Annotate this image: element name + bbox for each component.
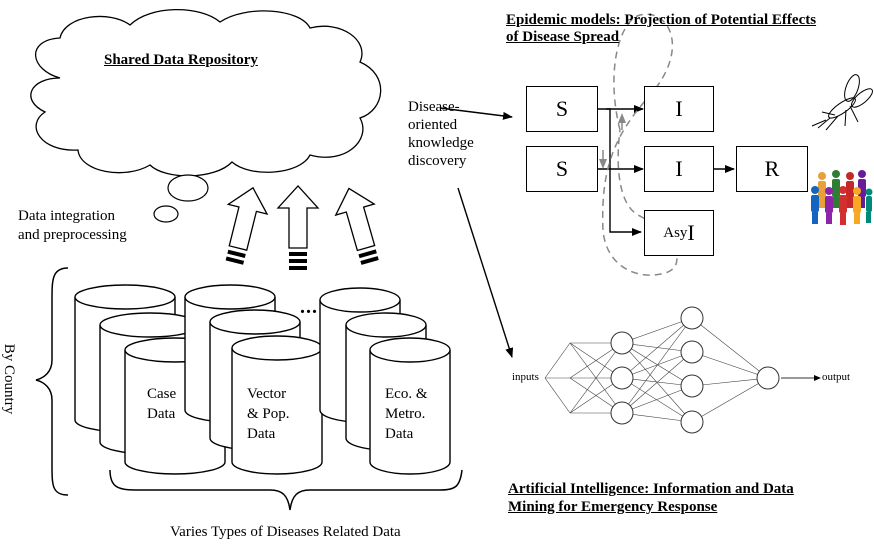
integration-label-line2: and preprocessing xyxy=(18,227,127,243)
epidemic-title-line2: of Disease Spread xyxy=(506,29,620,45)
nn-edge xyxy=(544,377,571,414)
ai-title-line2: Mining for Emergency Response xyxy=(508,499,718,515)
nn-edge xyxy=(621,385,693,414)
nn-edge xyxy=(691,351,769,379)
nn-edge xyxy=(621,377,693,387)
nn-edge xyxy=(621,342,693,387)
nn-output-label: output xyxy=(822,371,851,383)
case-data-line2: Data xyxy=(147,406,176,422)
country-brace xyxy=(35,267,69,496)
cloud-shape xyxy=(30,8,382,177)
nn-node xyxy=(756,366,780,390)
integration-label-line1: Data integration xyxy=(18,208,116,224)
vector-data-line3: Data xyxy=(247,426,276,442)
thought-bubble-small xyxy=(153,205,179,223)
neural-network xyxy=(544,306,821,434)
epidemic-title-line1: Epidemic models: Projection of Potential… xyxy=(506,12,817,28)
repository-title: Shared Data Repository xyxy=(104,52,258,68)
thought-bubble xyxy=(167,174,209,202)
nn-edge xyxy=(621,412,693,423)
discovery-line2: oriented xyxy=(408,117,458,133)
compartment-r: R xyxy=(736,146,808,192)
nn-edge xyxy=(621,317,693,414)
arrow-to-epidemic xyxy=(439,107,513,120)
people-group-icon xyxy=(811,170,873,225)
nn-edge xyxy=(621,342,693,353)
nn-node xyxy=(680,374,704,398)
nn-edge xyxy=(569,342,623,414)
vector-data-line1: Vector xyxy=(247,386,287,402)
upload-arrow-middle xyxy=(276,185,320,270)
types-brace xyxy=(109,469,463,511)
compartment-s1: S xyxy=(526,86,598,132)
compartment-i1: I xyxy=(644,86,714,132)
country-label: By Country xyxy=(1,343,18,415)
vector-data-line2: & Pop. xyxy=(247,406,290,422)
nn-node xyxy=(610,366,634,390)
compartment-i2: I xyxy=(644,146,714,192)
nn-edge xyxy=(691,377,769,423)
data-types-label: Varies Types of Diseases Related Data xyxy=(170,524,401,540)
nn-edge xyxy=(544,342,571,379)
nn-node xyxy=(610,331,634,355)
discovery-line1: Disease- xyxy=(408,99,460,115)
case-data-line1: Case xyxy=(147,386,177,402)
nn-edge xyxy=(621,317,693,344)
ai-title-line1: Artificial Intelligence: Information and… xyxy=(508,481,794,497)
eco-data-line1: Eco. & xyxy=(385,386,428,402)
discovery-line4: discovery xyxy=(408,153,467,169)
cylinder-stack-eco xyxy=(319,287,451,475)
asy-prefix: Asy xyxy=(663,224,688,241)
dashed-feedback xyxy=(601,13,678,276)
nn-edge xyxy=(691,377,769,387)
nn-edge xyxy=(621,317,693,379)
asy-suffix: I xyxy=(687,220,695,245)
nn-node xyxy=(680,306,704,330)
nn-edge xyxy=(621,351,693,414)
nn-inputs-label: inputs xyxy=(512,371,539,383)
eco-data-line2: Metro. xyxy=(385,406,426,422)
nn-edge xyxy=(691,317,769,379)
cylinder-stack-vector xyxy=(184,284,323,475)
nn-node xyxy=(680,410,704,434)
nn-node xyxy=(610,401,634,425)
ellipsis-dots: ... xyxy=(300,296,318,318)
eco-data-line3: Data xyxy=(385,426,414,442)
compartment-s2: S xyxy=(526,146,598,192)
upload-arrow-right xyxy=(334,187,379,265)
arrow-to-ai xyxy=(457,187,514,358)
discovery-line3: knowledge xyxy=(408,135,474,151)
nn-edge xyxy=(621,377,693,423)
mosquito-icon xyxy=(811,74,873,131)
upload-arrow-left xyxy=(225,186,269,265)
nn-node xyxy=(680,340,704,364)
epidemic-flow xyxy=(597,105,735,236)
